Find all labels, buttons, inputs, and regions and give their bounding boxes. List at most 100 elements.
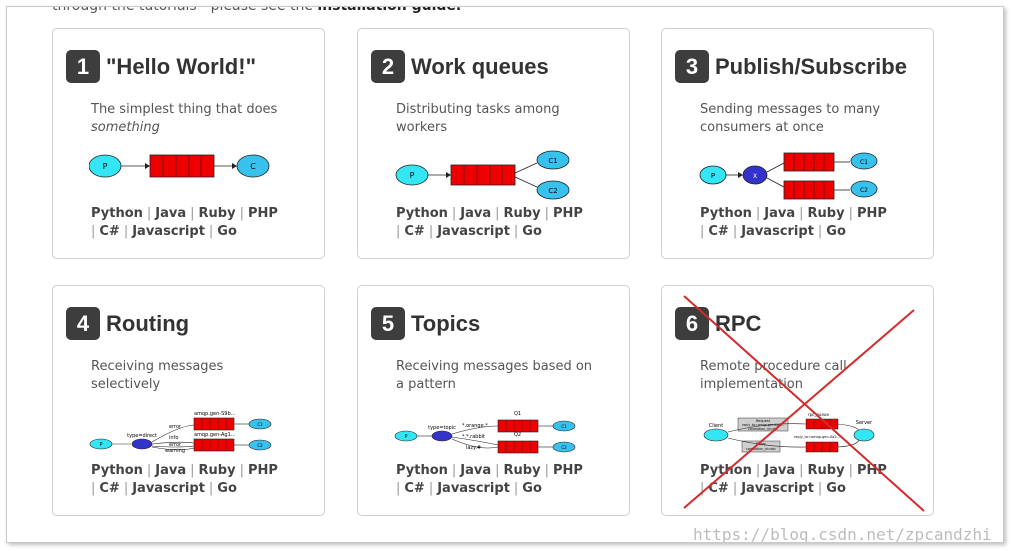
- svg-text:type=topic: type=topic: [428, 425, 456, 431]
- svg-text:amqp.gen-S9b...: amqp.gen-S9b...: [194, 411, 236, 417]
- lang-csharp[interactable]: C#: [404, 481, 425, 496]
- lang-python[interactable]: Python: [396, 463, 448, 478]
- lang-python[interactable]: Python: [700, 206, 752, 221]
- svg-text:C1: C1: [548, 157, 557, 165]
- language-links: Python|Java|Ruby|PHP|C#|Javascript|Go: [91, 463, 278, 496]
- svg-text:P: P: [103, 162, 108, 171]
- lang-java[interactable]: Java: [460, 206, 492, 221]
- lang-go[interactable]: Go: [826, 224, 846, 239]
- svg-text:type=direct: type=direct: [127, 433, 157, 439]
- svg-text:error: error: [169, 442, 182, 448]
- hello-world-diagram: P C: [89, 154, 270, 178]
- lang-php[interactable]: PHP: [247, 206, 278, 221]
- intro-line: through the tutorials - please see the i…: [52, 6, 462, 14]
- lang-php[interactable]: PHP: [856, 463, 887, 478]
- screenshot-frame: through the tutorials - please see the i…: [6, 6, 1004, 543]
- routing-diagram: P type=direct error info error warning a…: [89, 411, 272, 454]
- svg-text:error: error: [169, 424, 182, 430]
- work-queues-diagram: P C1 C2: [395, 150, 570, 200]
- svg-text:*.orange.*: *.orange.*: [462, 423, 488, 429]
- lang-csharp[interactable]: C#: [99, 481, 120, 496]
- lang-php[interactable]: PHP: [552, 206, 583, 221]
- lang-ruby[interactable]: Ruby: [807, 463, 845, 478]
- tutorial-title[interactable]: Routing: [106, 311, 190, 336]
- svg-text:P: P: [410, 171, 415, 180]
- watermark-text: https://blog.csdn.net/zpcandzhi: [693, 525, 992, 543]
- tutorial-title[interactable]: Topics: [411, 311, 481, 336]
- lang-csharp[interactable]: C#: [404, 224, 425, 239]
- lang-python[interactable]: Python: [91, 206, 143, 221]
- lang-java[interactable]: Java: [764, 206, 796, 221]
- lang-go[interactable]: Go: [522, 224, 542, 239]
- lang-java[interactable]: Java: [155, 206, 187, 221]
- lang-php[interactable]: PHP: [247, 463, 278, 478]
- svg-text:C2: C2: [257, 443, 263, 448]
- svg-text:info: info: [169, 435, 178, 441]
- lang-go[interactable]: Go: [826, 481, 846, 496]
- lang-go[interactable]: Go: [217, 224, 237, 239]
- svg-text:P: P: [711, 172, 715, 180]
- lang-ruby[interactable]: Ruby: [807, 206, 845, 221]
- tutorial-number: 6: [675, 307, 709, 340]
- lang-go[interactable]: Go: [522, 481, 542, 496]
- lang-java[interactable]: Java: [460, 463, 492, 478]
- svg-text:P: P: [99, 442, 102, 448]
- lang-ruby[interactable]: Ruby: [198, 206, 236, 221]
- lang-csharp[interactable]: C#: [708, 224, 729, 239]
- svg-text:C1: C1: [860, 159, 868, 166]
- lang-javascript[interactable]: Javascript: [741, 224, 814, 239]
- lang-csharp[interactable]: C#: [99, 224, 120, 239]
- svg-text:C2: C2: [561, 445, 567, 450]
- lang-java[interactable]: Java: [764, 463, 796, 478]
- language-links: Python|Java|Ruby|PHP|C#|Javascript|Go: [700, 206, 887, 239]
- tutorial-title[interactable]: Publish/Subscribe: [715, 54, 907, 79]
- lang-python[interactable]: Python: [700, 463, 752, 478]
- lang-javascript[interactable]: Javascript: [437, 224, 510, 239]
- svg-text:C2: C2: [548, 187, 557, 195]
- lang-ruby[interactable]: Ruby: [503, 463, 541, 478]
- installation-guide-link[interactable]: installation guide.: [317, 6, 462, 14]
- lang-java[interactable]: Java: [155, 463, 187, 478]
- lang-python[interactable]: Python: [91, 463, 143, 478]
- lang-python[interactable]: Python: [396, 206, 448, 221]
- intro-text: through the tutorials - please see the: [52, 6, 313, 14]
- lang-php[interactable]: PHP: [552, 463, 583, 478]
- svg-text:C2: C2: [860, 187, 868, 194]
- lang-javascript[interactable]: Javascript: [132, 481, 205, 496]
- lang-javascript[interactable]: Javascript: [132, 224, 205, 239]
- tutorial-number: 1: [66, 50, 100, 83]
- topics-diagram: P type=topic *.orange.* *.*.rabbit lazy.…: [394, 411, 576, 454]
- lang-php[interactable]: PHP: [856, 206, 887, 221]
- svg-text:rpc_queue: rpc_queue: [808, 412, 829, 417]
- tutorial-number: 3: [675, 50, 709, 83]
- lang-ruby[interactable]: Ruby: [198, 463, 236, 478]
- language-links: Python|Java|Ruby|PHP|C#|Javascript|Go: [396, 206, 583, 239]
- svg-text:Q1: Q1: [514, 411, 521, 417]
- lang-javascript[interactable]: Javascript: [741, 481, 814, 496]
- lang-javascript[interactable]: Javascript: [437, 481, 510, 496]
- tutorial-title[interactable]: Work queues: [411, 54, 549, 79]
- tutorial-number: 2: [371, 50, 405, 83]
- tutorial-title[interactable]: RPC: [715, 311, 762, 336]
- svg-text:lazy.#: lazy.#: [466, 445, 481, 451]
- tutorial-title[interactable]: "Hello World!": [106, 54, 257, 79]
- tutorial-card-1[interactable]: 1 "Hello World!" The simplest thing that…: [52, 28, 325, 259]
- lang-go[interactable]: Go: [217, 481, 237, 496]
- lang-ruby[interactable]: Ruby: [503, 206, 541, 221]
- svg-text:warning: warning: [165, 448, 185, 454]
- lang-csharp[interactable]: C#: [708, 481, 729, 496]
- svg-text:*.*.rabbit: *.*.rabbit: [462, 434, 485, 440]
- svg-text:amqp.gen-Ag1...: amqp.gen-Ag1...: [194, 432, 236, 438]
- language-links: Python|Java|Ruby|PHP|C#|Javascript|Go: [396, 463, 583, 496]
- svg-text:Client: Client: [709, 423, 724, 429]
- tutorial-card-3[interactable]: 3 Publish/Subscribe Sending messages to …: [661, 28, 934, 259]
